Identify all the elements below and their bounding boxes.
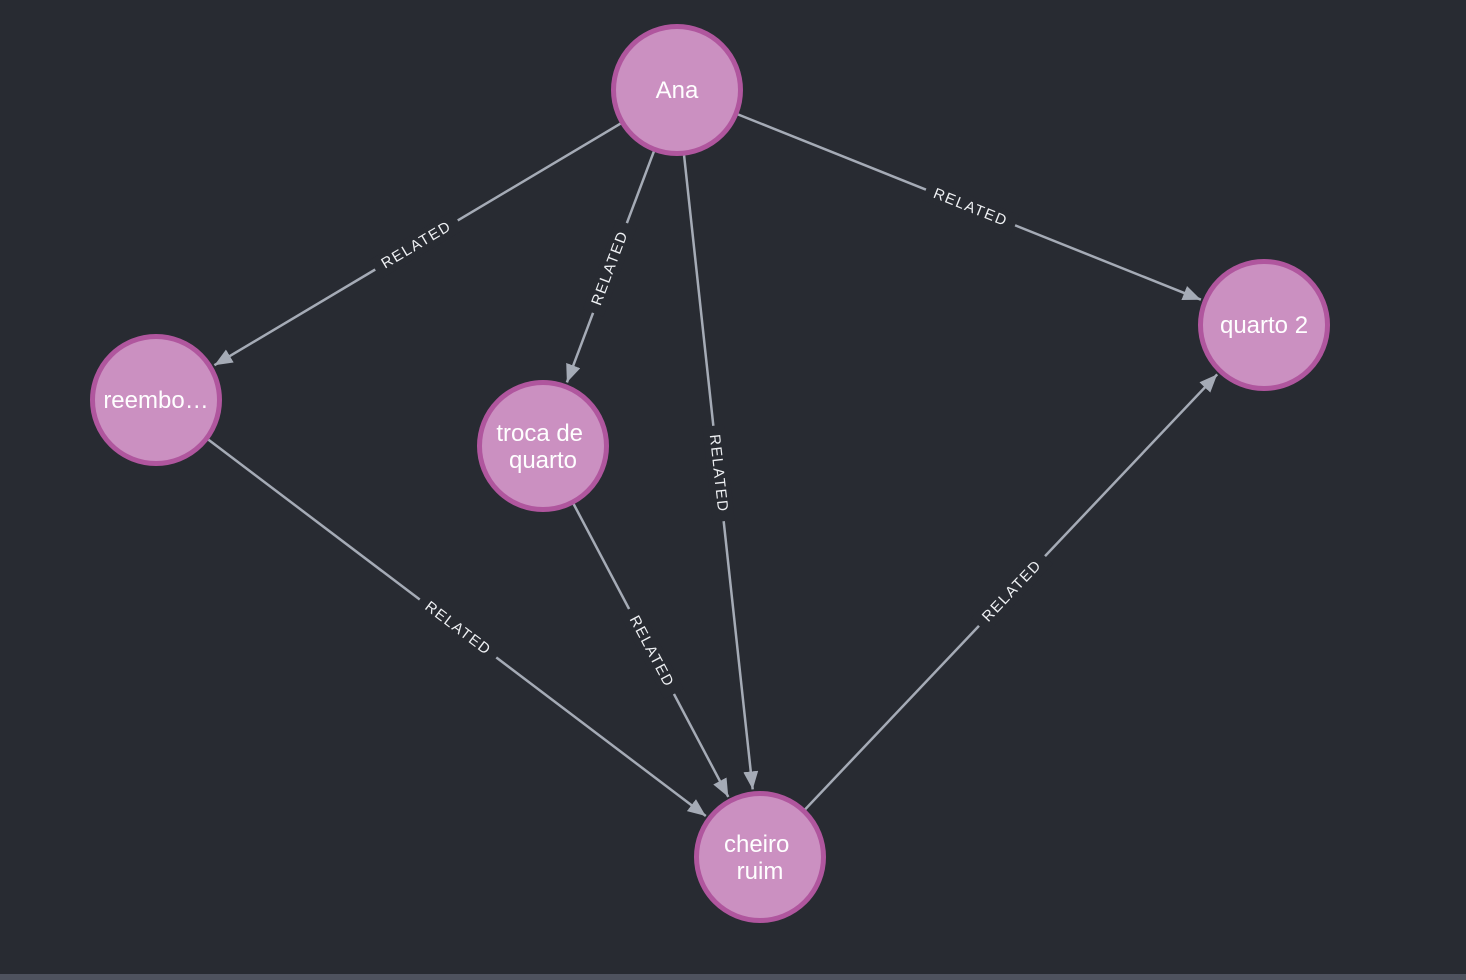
edge-ana-cheiro-ruim[interactable]: RELATED xyxy=(675,89,759,790)
edge-ana-quarto-2[interactable]: RELATED xyxy=(676,88,1202,301)
node-ana[interactable]: Ana xyxy=(611,24,743,156)
edge-cheiro-ruim-quarto-2[interactable]: RELATED xyxy=(759,373,1219,858)
node-circle[interactable] xyxy=(1198,259,1330,391)
node-troca-de-quarto[interactable]: troca de quarto xyxy=(477,380,609,512)
node-circle[interactable] xyxy=(477,380,609,512)
edge-label[interactable]: RELATED xyxy=(626,613,678,690)
node-circle[interactable] xyxy=(694,791,826,923)
node-quarto-2[interactable]: quarto 2 xyxy=(1198,259,1330,391)
edge-reembolso-cheiro-ruim[interactable]: RELATED xyxy=(155,399,707,817)
edge-label-background xyxy=(702,424,735,523)
edge-label[interactable]: RELATED xyxy=(378,218,454,273)
edge-label-background xyxy=(582,219,638,317)
edge-label-background xyxy=(369,211,464,279)
edges-layer: RELATED RELATED RELATED xyxy=(155,88,1219,858)
edge-label-background xyxy=(619,603,684,700)
edge-label-background xyxy=(970,548,1054,634)
edge-label[interactable]: RELATED xyxy=(422,598,495,659)
node-circle[interactable] xyxy=(611,24,743,156)
edge-label[interactable]: RELATED xyxy=(979,557,1045,626)
edge-label-background xyxy=(413,590,503,667)
edge-label-background xyxy=(921,179,1020,236)
node-reembolso[interactable]: reembo… xyxy=(90,334,222,466)
node-cheiro-ruim[interactable]: cheiro ruim xyxy=(694,791,826,923)
edge-ana-reembolso[interactable]: RELATED xyxy=(213,88,678,367)
node-circle[interactable] xyxy=(90,334,222,466)
horizontal-scrollbar[interactable] xyxy=(0,974,1466,980)
